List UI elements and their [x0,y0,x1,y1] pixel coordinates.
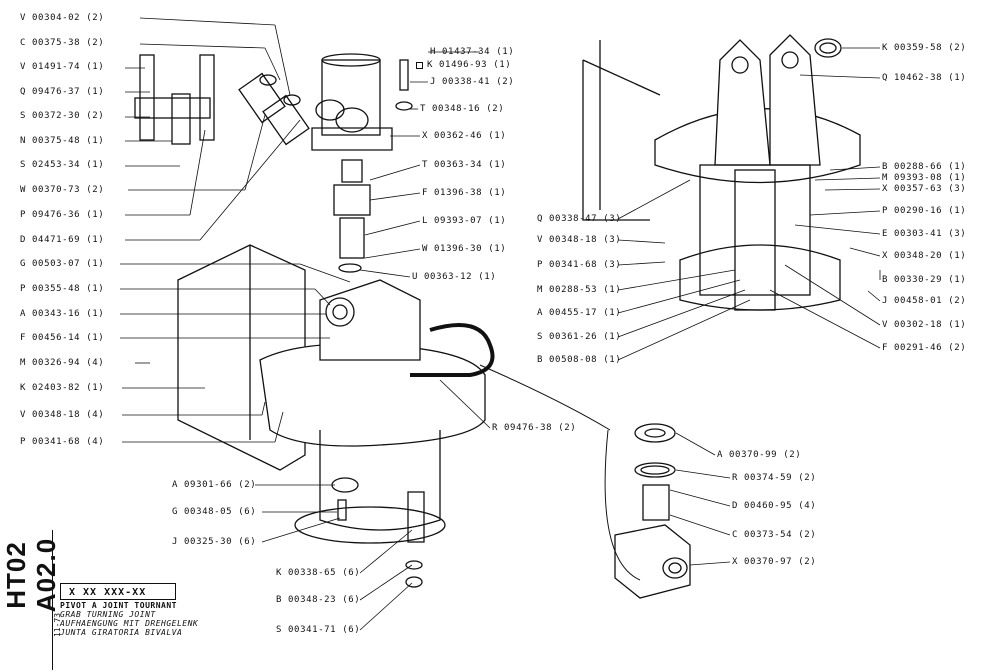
part-label: S 00372-30 (2) [20,111,105,121]
part-label: W 01396-30 (1) [422,244,507,254]
title-german: AUFHAENGUNG MIT DREHGELENK [60,619,199,628]
valve-fittings-illustration [134,54,310,146]
part-label: V 01491-74 (1) [20,62,105,72]
part-label: M 09393-08 (1) [882,173,967,183]
part-label: T 00348-16 (2) [420,104,505,114]
leader-lines [120,17,881,631]
part-label: C 00373-54 (2) [732,530,817,540]
part-label: N 00375-48 (1) [20,136,105,146]
part-label: P 00341-68 (4) [20,437,105,447]
rotator-housing-illustration [177,244,495,544]
part-label: F 01396-38 (1) [422,188,507,198]
part-label: X 00357-63 (3) [882,184,967,194]
title-block: PIVOT A JOINT TOURNANT GRAB TURNING JOIN… [60,601,250,637]
part-label: K 00338-65 (6) [276,568,361,578]
part-label: S 02453-34 (1) [20,160,105,170]
part-label: K 02403-82 (1) [20,383,105,393]
part-label: C 00375-38 (2) [20,38,105,48]
part-label: M 00288-53 (1) [537,285,622,295]
fitting-detail-illustration [479,364,691,599]
part-label: X 00348-20 (1) [882,251,967,261]
part-label: Q 10462-38 (1) [882,73,967,83]
part-label: J 00325-30 (6) [172,537,257,547]
part-label: J 00338-41 (2) [430,77,515,87]
part-label: W 00370-73 (2) [20,185,105,195]
checkbox-icon [416,62,423,69]
title-english: GRAB TURNING JOINT [60,610,156,619]
part-label: A 00370-99 (2) [717,450,802,460]
part-label: V 00348-18 (4) [20,410,105,420]
part-label: V 00302-18 (1) [882,320,967,330]
part-label: J 00458-01 (2) [882,296,967,306]
part-label: Q 00338-47 (3) [537,214,622,224]
part-label: D 00460-95 (4) [732,501,817,511]
part-label: R 00374-59 (2) [732,473,817,483]
part-label: X 00362-46 (1) [422,131,507,141]
part-label: Q 09476-37 (1) [20,87,105,97]
part-label: D 04471-69 (1) [20,235,105,245]
part-label: B 00508-08 (1) [537,355,622,365]
part-label: P 00290-16 (1) [882,206,967,216]
part-label: V 00304-02 (2) [20,13,105,23]
part-label: M 00326-94 (4) [20,358,105,368]
part-label: F 00291-46 (2) [882,343,967,353]
part-label: H 01437-34 (1) [430,47,515,57]
part-label: E 00303-41 (3) [882,229,967,239]
part-label: B 00288-66 (1) [882,162,967,172]
part-label: G 00503-07 (1) [20,259,105,269]
title-block-frame [52,530,53,670]
part-label: A 00343-16 (1) [20,309,105,319]
reference-box: X XX XXX-XX [60,583,176,600]
title-spanish: JUNTA GIRATORIA BIVALVA [60,628,183,637]
part-label: L 09393-07 (1) [422,216,507,226]
part-label: P 00355-48 (1) [20,284,105,294]
part-label: B 00330-29 (1) [882,275,967,285]
part-label: F 00456-14 (1) [20,333,105,343]
part-label: T 00363-34 (1) [422,160,507,170]
part-label: B 00348-23 (6) [276,595,361,605]
part-label: A 00455-17 (1) [537,308,622,318]
title-french: PIVOT A JOINT TOURNANT [60,601,177,610]
part-label: S 00361-26 (1) [537,332,622,342]
drawing-code: HT02 A02.0 [1,537,61,613]
part-label: R 09476-38 (2) [492,423,577,433]
part-label: K 01496-93 (1) [427,60,512,70]
part-label: G 00348-05 (6) [172,507,257,517]
part-label: A 09301-66 (2) [172,480,257,490]
turning-joint-illustration [582,34,861,311]
part-label: K 00359-58 (2) [882,43,967,53]
part-label: U 00363-12 (1) [412,272,497,282]
part-label: P 09476-36 (1) [20,210,105,220]
bolt-stack-illustration [405,560,423,588]
part-label: P 00341-68 (3) [537,260,622,270]
part-label: S 00341-71 (6) [276,625,361,635]
upper-swivel-illustration [311,53,413,273]
part-label: X 00370-97 (2) [732,557,817,567]
part-label: V 00348-18 (3) [537,235,622,245]
